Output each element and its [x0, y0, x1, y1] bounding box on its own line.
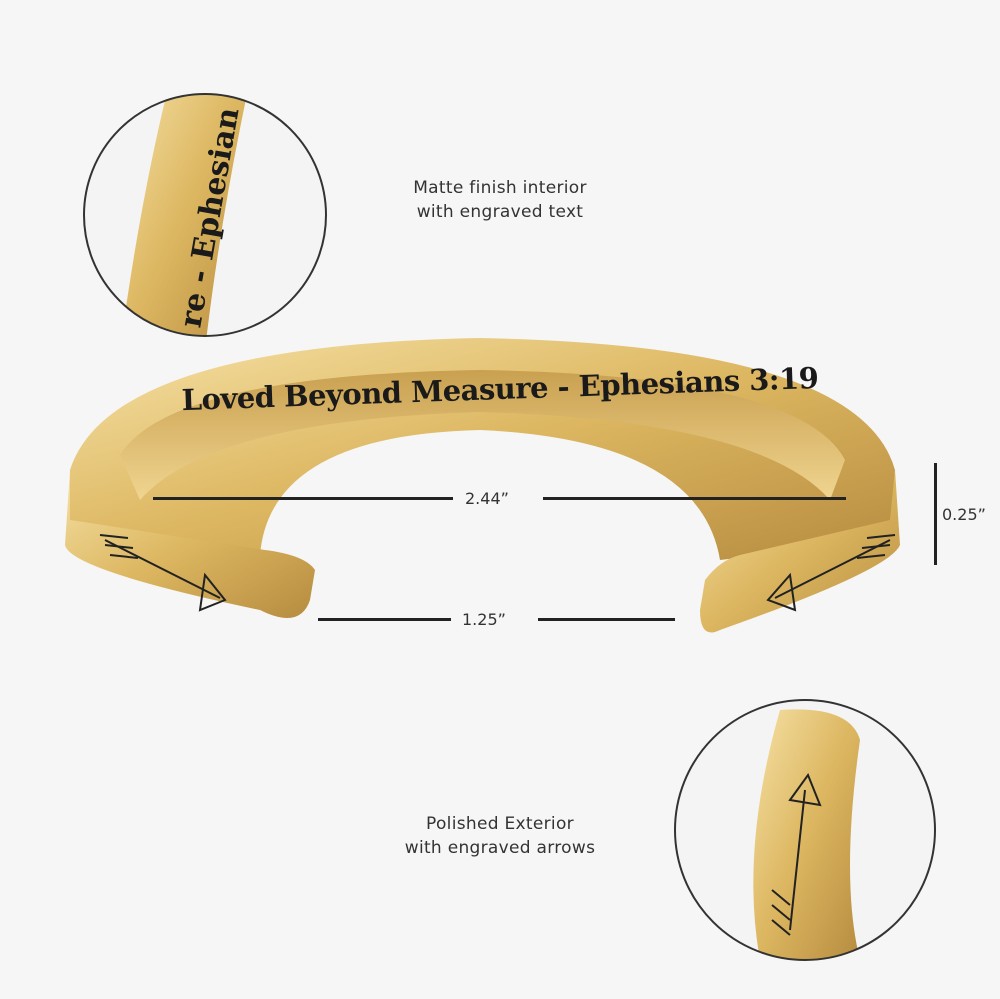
opening-line-right [538, 618, 675, 621]
opening-dimension: 1.25” [462, 610, 506, 629]
exterior-detail-circle [674, 699, 936, 961]
interior-detail-image [84, 94, 326, 336]
opening-line-left [318, 618, 451, 621]
callout-line: with engraved text [416, 202, 584, 222]
height-line [934, 463, 937, 565]
interior-detail-circle [83, 93, 327, 337]
exterior-detail-image [675, 700, 935, 960]
exterior-callout: Polished Exterior with engraved arrows [360, 812, 640, 860]
arrow-engraving-right [766, 534, 896, 612]
interior-callout: Matte finish interior with engraved text [370, 176, 630, 224]
bracelet [65, 338, 900, 633]
callout-line: Polished Exterior [426, 814, 574, 834]
callout-line: with engraved arrows [404, 838, 596, 858]
width-dimension: 2.44” [465, 489, 509, 508]
arrow-engraving-left [99, 534, 227, 612]
callout-line: Matte finish interior [413, 178, 587, 198]
height-dimension: 0.25” [942, 505, 986, 524]
width-line-right [543, 497, 846, 500]
width-line-left [153, 497, 453, 500]
